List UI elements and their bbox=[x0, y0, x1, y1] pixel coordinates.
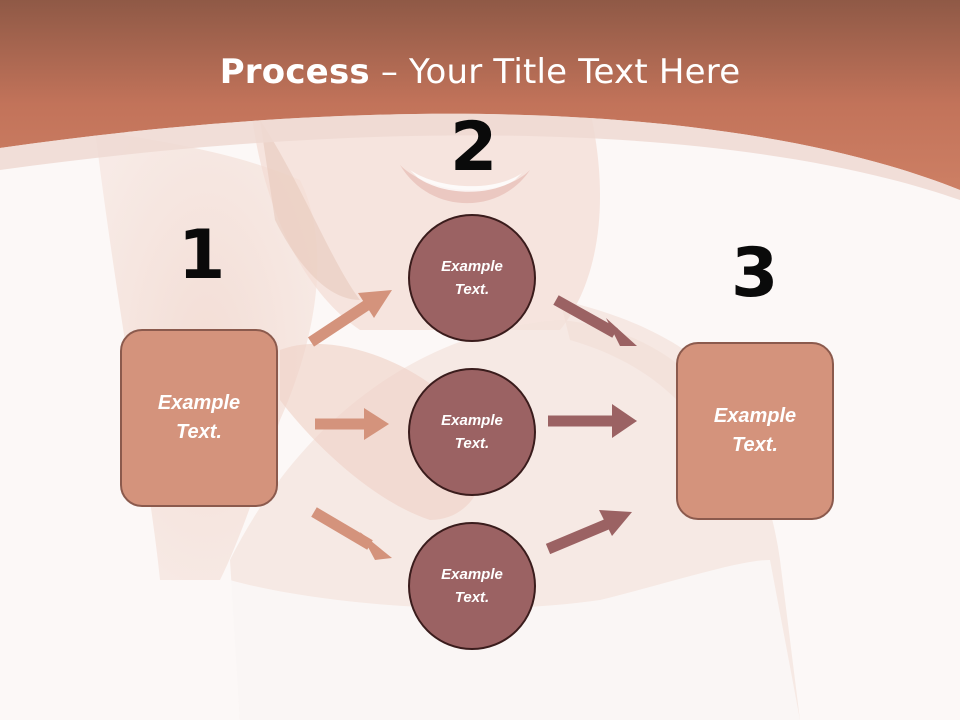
step-number-1: 1 bbox=[178, 216, 226, 295]
right-box-line2: Text. bbox=[732, 434, 778, 456]
circle-middle: Example Text. bbox=[408, 368, 536, 496]
header-band bbox=[0, 0, 960, 200]
circle-bottom-line2: Text. bbox=[454, 589, 490, 606]
title-rest: – Your Title Text Here bbox=[369, 52, 741, 92]
circle-middle-line2: Text. bbox=[454, 435, 490, 452]
circle-top-line2: Text. bbox=[454, 281, 490, 298]
right-box-line1: Example bbox=[713, 405, 797, 427]
step-number-3: 3 bbox=[731, 234, 779, 313]
slide-title: Process – Your Title Text Here bbox=[0, 52, 960, 92]
arrow-top-to-right bbox=[553, 295, 637, 346]
circle-bottom-line1: Example bbox=[441, 566, 503, 583]
left-box: Example Text. bbox=[120, 329, 278, 507]
step-number-2: 2 bbox=[450, 108, 498, 187]
arrow-left-to-bottom bbox=[311, 507, 392, 560]
circle-bottom: Example Text. bbox=[408, 522, 536, 650]
circle-top: Example Text. bbox=[408, 214, 536, 342]
arrow-left-to-middle bbox=[315, 408, 389, 440]
title-bold: Process bbox=[219, 52, 370, 92]
left-box-line1: Example bbox=[157, 392, 241, 414]
arrow-middle-to-right bbox=[548, 404, 637, 438]
left-box-line2: Text. bbox=[176, 421, 222, 443]
circle-middle-line1: Example bbox=[441, 412, 503, 429]
arrow-bottom-to-right bbox=[545, 510, 632, 555]
right-box: Example Text. bbox=[676, 342, 834, 520]
arrow-left-to-top bbox=[307, 290, 392, 347]
circle-top-line1: Example bbox=[441, 258, 503, 275]
